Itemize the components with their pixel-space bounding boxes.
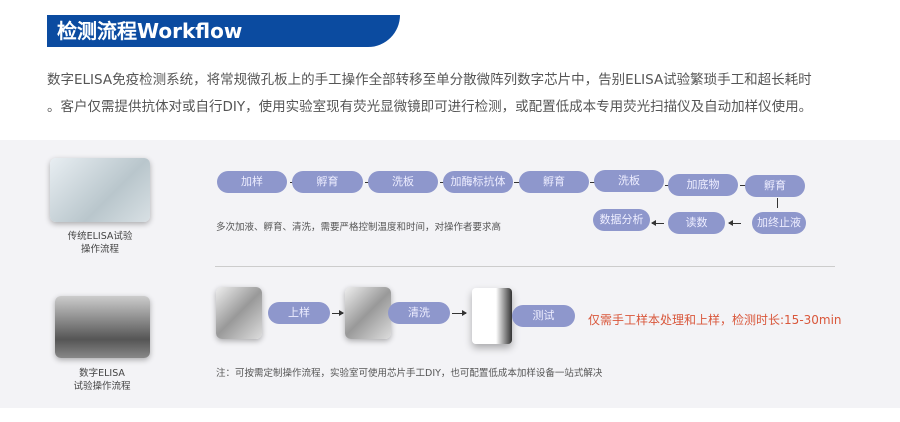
washing-image: [345, 287, 391, 339]
chip-image: [55, 296, 150, 358]
step-pill: 洗板: [594, 170, 664, 192]
traditional-caption: 传统ELISA试验操作流程: [40, 230, 160, 256]
step-pill: 读数: [668, 212, 725, 234]
duration-highlight: 仅需手工样本处理和上样，检测时长:15-30min: [588, 313, 842, 327]
step-pill: 加底物: [668, 174, 738, 196]
divider: [215, 266, 835, 267]
digital-caption: 数字ELISA 试验操作流程: [42, 367, 162, 393]
arrow-icon: [332, 310, 344, 316]
caption-line: 数字ELISA: [79, 368, 125, 379]
arrow-down-icon: [777, 198, 778, 208]
caption-line: 试验操作流程: [73, 381, 131, 392]
step-pill: 加终止液: [752, 212, 806, 234]
step-pill: 清洗: [388, 302, 450, 324]
section-title: 检测流程Workflow: [47, 15, 400, 47]
step-pill: 数据分析: [593, 209, 650, 231]
arrow-icon: [452, 310, 467, 316]
intro-line-2: 。客户仅需提供抗体对或自行DIY，使用实验室现有荧光显微镜即可进行检测，或配置低…: [47, 99, 813, 115]
step-pill: 加样: [217, 171, 287, 193]
step-pill: 加酶标抗体: [443, 171, 513, 193]
step-pill: 孵育: [292, 171, 363, 193]
traditional-note: 多次加液、孵育、清洗，需要严格控制温度和时间，对操作者要求高: [216, 222, 502, 233]
loading-image: [216, 287, 262, 339]
microplate-image: [50, 158, 150, 222]
digital-note: 注：可按需定制操作流程，实验室可使用芯片手工DIY，也可配置低成本加样设备一站式…: [216, 368, 603, 379]
step-pill: 孵育: [745, 175, 805, 197]
step-pill: 上样: [268, 302, 330, 324]
step-pill: 孵育: [519, 171, 589, 193]
intro-line-1: 数字ELISA免疫检测系统，将常规微孔板上的手工操作全部转移至单分散微阵列数字芯…: [47, 72, 812, 88]
caption-line: 操作流程: [80, 244, 119, 255]
arrow-icon: [651, 220, 664, 226]
step-pill: 测试: [512, 305, 575, 327]
arrow-icon: [728, 220, 741, 226]
caption-line: 传统ELISA试验: [67, 231, 133, 242]
scanner-device-image: [472, 288, 512, 344]
step-pill: 洗板: [368, 171, 438, 193]
